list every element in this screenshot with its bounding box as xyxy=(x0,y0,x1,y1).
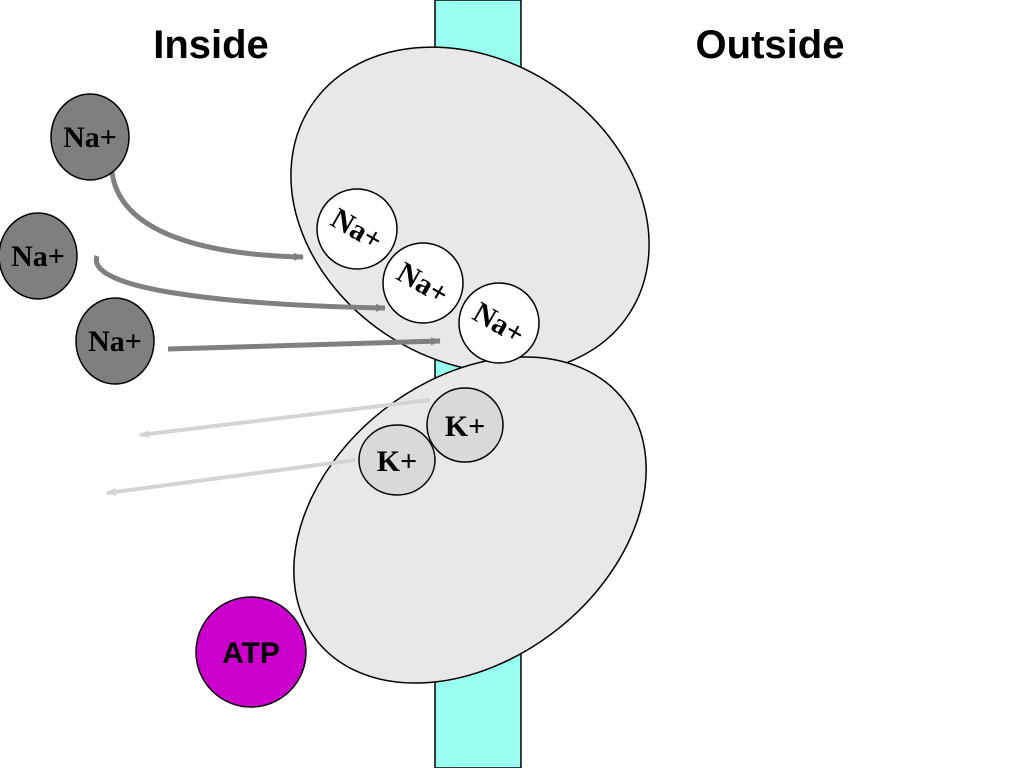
na-ion-bound-3: Na+ xyxy=(458,282,540,364)
k-ion-bound-1: K+ xyxy=(426,387,504,463)
na-arrow-2 xyxy=(93,255,386,312)
na-ion-free-2: Na+ xyxy=(0,212,78,300)
k-arrow-2 xyxy=(106,458,356,496)
na-ion-bound-2: Na+ xyxy=(382,242,464,324)
atp-molecule: ATP xyxy=(195,596,307,708)
na-ion-free-3: Na+ xyxy=(75,297,155,385)
outside-label: Outside xyxy=(696,23,845,67)
na-ion-free-1: Na+ xyxy=(50,93,130,181)
k-ion-bound-2: K+ xyxy=(358,424,436,496)
atp-label: ATP xyxy=(222,637,280,670)
na-ion-free-3-label: Na+ xyxy=(88,325,142,358)
k-ion-bound-2-label: K+ xyxy=(377,445,417,478)
na-ion-free-1-label: Na+ xyxy=(63,121,117,154)
na-ion-bound-1: Na+ xyxy=(316,188,398,270)
k-arrow-1 xyxy=(139,398,431,438)
inside-label: Inside xyxy=(153,23,269,67)
pump-upper-subunit xyxy=(290,46,650,374)
na-ion-free-2-label: Na+ xyxy=(11,240,65,273)
k-ion-bound-1-label: K+ xyxy=(445,410,485,443)
na-arrow-3 xyxy=(167,337,441,352)
na-arrow-1 xyxy=(109,171,304,261)
